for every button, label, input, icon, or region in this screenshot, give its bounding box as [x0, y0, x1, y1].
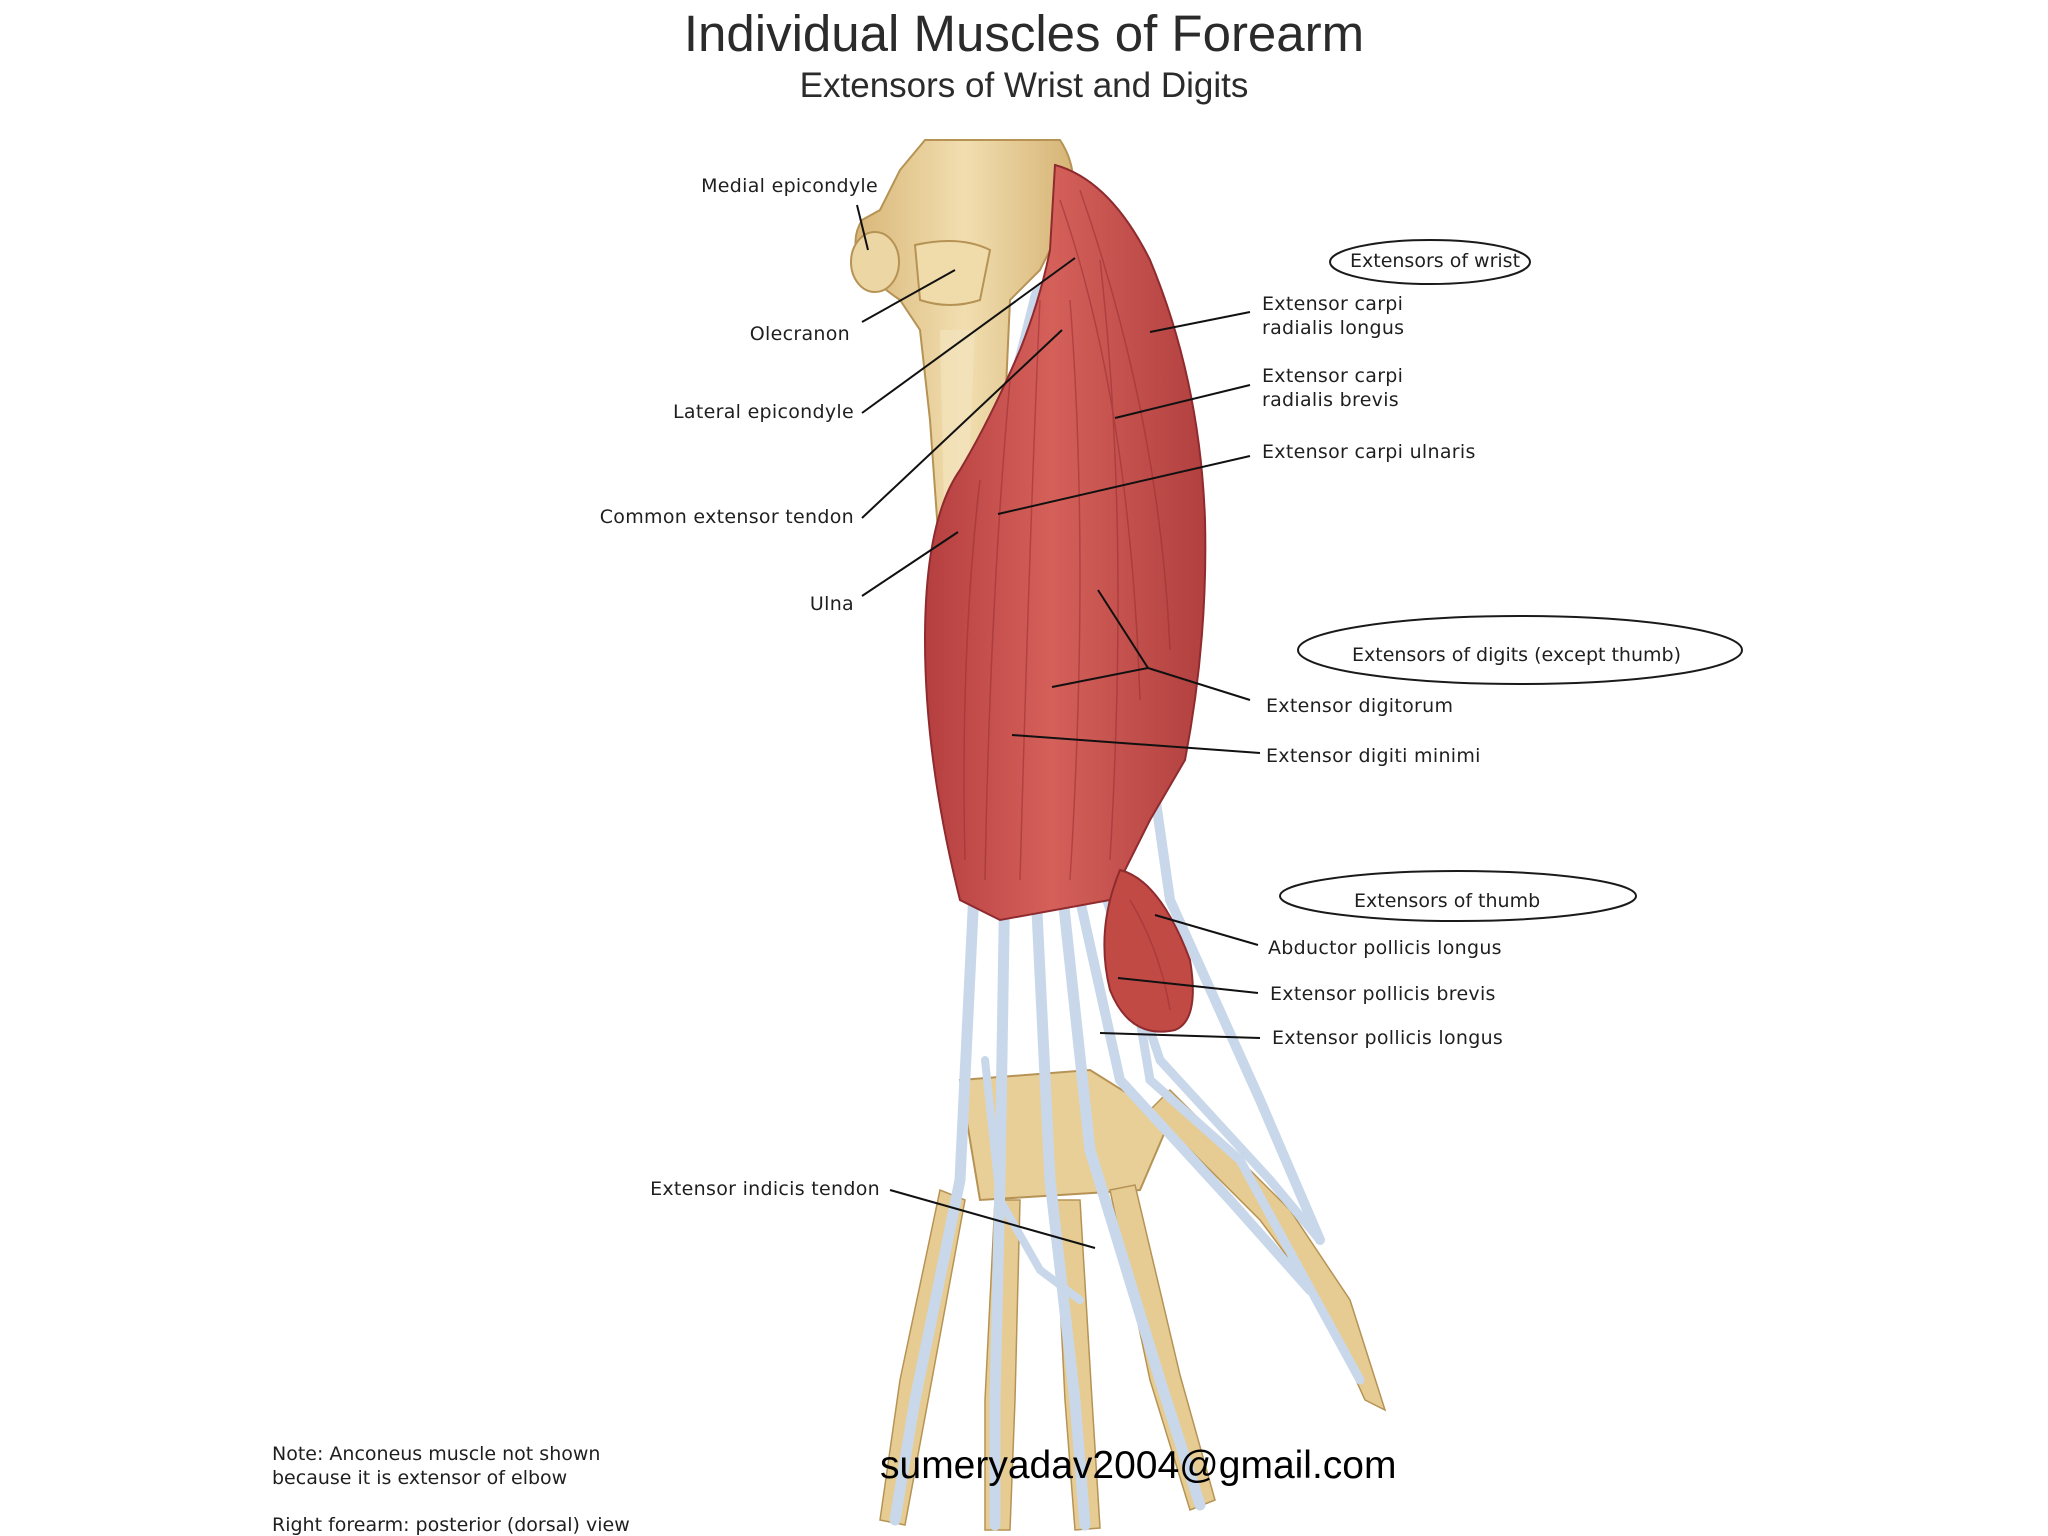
leader-lines	[856, 204, 1261, 1249]
muscle-fibers	[963, 189, 1171, 1011]
group-extensors-of-thumb: Extensors of thumb	[1354, 890, 1541, 912]
label-extensor-carpi-ulnaris: Extensor carpi ulnaris	[1262, 441, 1476, 463]
label-extensor-pollicis-longus: Extensor pollicis longus	[1272, 1027, 1504, 1049]
watermark-email: sumeryadav2004@gmail.com	[880, 1444, 1397, 1487]
group-extensors-of-digits: Extensors of digits (except thumb)	[1352, 644, 1682, 666]
label-extensor-carpi-radialis-longus: Extensor carpi radialis longus	[1262, 292, 1404, 340]
label-extensor-digiti-minimi: Extensor digiti minimi	[1266, 745, 1481, 767]
label-extensor-pollicis-brevis: Extensor pollicis brevis	[1270, 983, 1496, 1005]
label-medial-epicondyle: Medial epicondyle	[701, 175, 878, 197]
label-ulna: Ulna	[809, 593, 854, 615]
footnote-line2: because it is extensor of elbow	[272, 1467, 568, 1489]
group-ovals	[1279, 239, 1743, 922]
label-ecrl-line2: radialis longus	[1262, 317, 1405, 339]
label-extensor-indicis-tendon: Extensor indicis tendon	[650, 1178, 880, 1200]
label-olecranon: Olecranon	[749, 323, 850, 345]
label-ecrl-line1: Extensor carpi	[1262, 293, 1404, 315]
page-title: Individual Muscles of Forearm	[683, 5, 1365, 62]
label-common-extensor-tendon: Common extensor tendon	[599, 506, 854, 528]
label-abductor-pollicis-longus: Abductor pollicis longus	[1268, 937, 1502, 959]
label-ecrb-line2: radialis brevis	[1262, 389, 1399, 411]
label-ecrb-line1: Extensor carpi	[1262, 365, 1404, 387]
page-subtitle: Extensors of Wrist and Digits	[799, 66, 1249, 105]
footnote-line1: Note: Anconeus muscle not shown	[272, 1443, 601, 1465]
view-caption: Right forearm: posterior (dorsal) view	[272, 1514, 630, 1536]
label-lateral-epicondyle: Lateral epicondyle	[673, 401, 854, 423]
footnote: Note: Anconeus muscle not shown because …	[272, 1442, 600, 1490]
label-extensor-digitorum: Extensor digitorum	[1266, 695, 1454, 717]
label-extensor-carpi-radialis-brevis: Extensor carpi radialis brevis	[1262, 364, 1403, 412]
group-extensors-of-wrist: Extensors of wrist	[1350, 250, 1521, 272]
